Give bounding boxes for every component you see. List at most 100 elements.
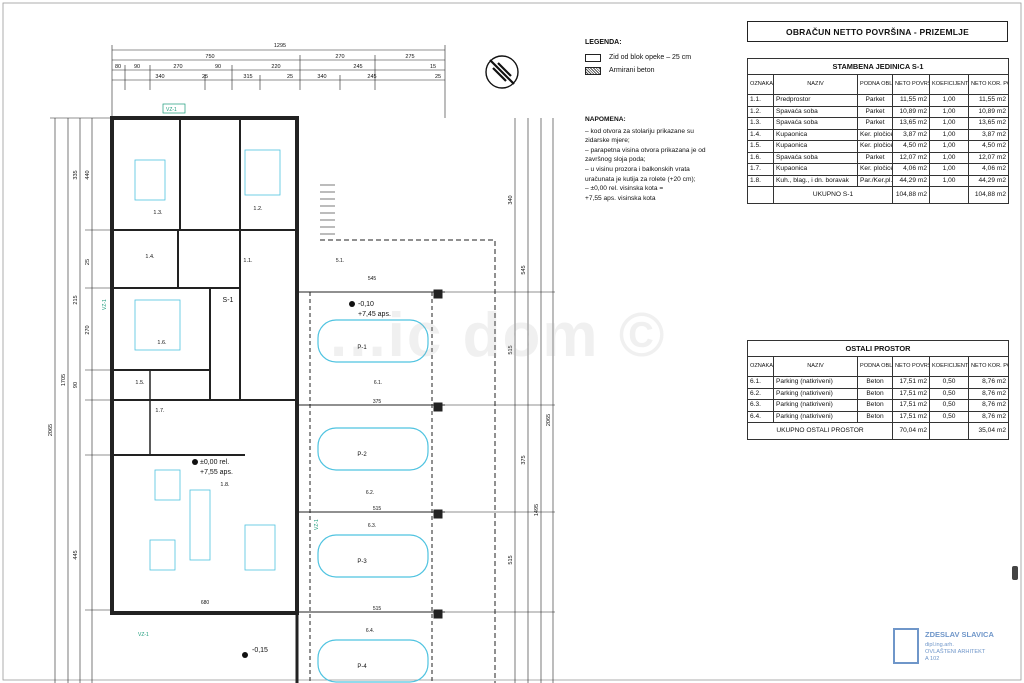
col-header: OZNAKA	[747, 356, 774, 377]
level-outside: -0,15	[252, 647, 268, 654]
total-label: UKUPNO S-1	[773, 186, 893, 204]
table-cell: Parking (natkriveni)	[773, 376, 858, 389]
table-cell: 13,65 m2	[892, 117, 930, 130]
table-cell: 0,50	[929, 376, 969, 389]
room-tag-1-2: 1.2.	[253, 206, 263, 212]
dim-row3-c: 270	[173, 64, 182, 70]
dim-row4-b: 25	[202, 74, 208, 80]
dim-row3-b: 90	[134, 64, 140, 70]
table-cell: 12,07 m2	[968, 151, 1009, 164]
concrete-swatch-icon	[585, 66, 601, 75]
carport-structure	[297, 239, 496, 683]
dim-right-e: 515	[508, 555, 514, 564]
table-cell: 4,06 m2	[968, 163, 1009, 176]
notes: NAPOMENA: – kod otvora za stolariju prik…	[585, 115, 735, 203]
dim-right-a: 340	[508, 195, 514, 204]
dim-right-sub: 1495	[534, 504, 540, 516]
table-cell	[929, 422, 969, 440]
table-cell: 17,51 m2	[892, 376, 930, 389]
table-cell: Ker. pločice	[857, 163, 893, 176]
table-cell: 17,51 m2	[892, 410, 930, 423]
table-cell: 1.2.	[747, 105, 774, 118]
stamp-line: OVLAŠTENI ARHITEKT	[925, 649, 986, 655]
col-header: NAZIV	[773, 74, 858, 95]
table-cell: Spavaća soba	[773, 151, 858, 164]
stamp-logo-icon	[893, 628, 919, 664]
table-cell: Kupaonica	[773, 128, 858, 141]
legend-item-label: Armirani beton	[609, 67, 655, 74]
table-cell: 6.2.	[747, 387, 774, 400]
dim-left-g: 445	[73, 550, 79, 559]
table-cell: Predprostor	[773, 94, 858, 107]
table-cell: Ker. pločice	[857, 128, 893, 141]
table-total-row: UKUPNO OSTALI PROSTOR 70,04 m2 35,04 m2	[747, 422, 1009, 440]
table-cell: 4,06 m2	[892, 163, 930, 176]
col-header: NETO POVRŠINA	[892, 74, 930, 95]
dim-row3-d: 90	[215, 64, 221, 70]
table-cell: Parking (natkriveni)	[773, 410, 858, 423]
table-cell: 8,76 m2	[968, 399, 1009, 412]
area-calculation-title: OBRAČUN NETTO POVRŠINA - PRIZEMLJE	[747, 21, 1008, 42]
parking-label-p4: P-4	[357, 664, 367, 670]
legend: LEGENDA: Zid od blok opeke – 25 cm Armir…	[585, 38, 691, 79]
table-cell: 1,00	[929, 117, 969, 130]
col-header: PODNA OBLOGA	[857, 356, 893, 377]
level-marker-outside	[242, 652, 248, 658]
table-cell: 1.6.	[747, 151, 774, 164]
stamp-name: ZDESLAV SLAVICA	[925, 630, 994, 639]
north-arrow-icon	[485, 55, 519, 89]
table-cell: 10,89 m2	[892, 105, 930, 118]
room-tag-1-4: 1.4.	[145, 254, 155, 260]
table-cell: 4,50 m2	[968, 140, 1009, 153]
legend-item-wall: Zid od blok opeke – 25 cm	[585, 53, 691, 62]
table-cell: Beton	[857, 387, 893, 400]
legend-item-label: Zid od blok opeke – 25 cm	[609, 54, 692, 61]
dim-carport-515b: 515	[373, 606, 382, 612]
table-cell: 6.3.	[747, 399, 774, 412]
parking-label-p3: P-3	[357, 559, 367, 565]
dim-row4-d: 25	[287, 74, 293, 80]
room-tag-1-7: 1.7.	[155, 408, 165, 414]
table-cell: 1.4.	[747, 128, 774, 141]
table-total-row: UKUPNO S-1 104,88 m2 104,88 m2	[747, 186, 1009, 204]
stair-code: 5.1.	[336, 258, 344, 264]
table-cell: Kupaonica	[773, 163, 858, 176]
scrollbar-thumb[interactable]	[1012, 566, 1018, 580]
room-tag-1-1: 1.1.	[243, 258, 253, 264]
stamp-line: A 102	[925, 656, 940, 662]
dim-right-d: 375	[521, 455, 527, 464]
dim-left-f: 270	[85, 325, 91, 334]
left-dimension-chains	[50, 117, 112, 683]
table-cell: 17,51 m2	[892, 387, 930, 400]
note-line: +7,55 aps. visinska kota	[585, 194, 656, 202]
level-living-rel: ±0,00 rel.	[200, 459, 229, 466]
room-tag-1-6: 1.6.	[157, 340, 167, 346]
note-line: – kod otvora za stolariju prikazane su	[585, 127, 694, 135]
table-cell: 1.1.	[747, 94, 774, 107]
dim-total-width: 1295	[274, 43, 286, 49]
dim-right-c: 515	[508, 345, 514, 354]
table-cell: Parket	[857, 94, 893, 107]
dim-right-total: 2065	[546, 414, 552, 426]
table-cell: Spavaća soba	[773, 105, 858, 118]
other-area-table: OSTALI PROSTOR OZNAKA NAZIV PODNA OBLOGA…	[747, 340, 1009, 440]
parking-code-6-2: 6.2.	[366, 490, 374, 496]
dim-living-680: 680	[201, 600, 210, 606]
table-cell: 1,00	[929, 94, 969, 107]
col-header: NETO KOR. POVRŠINA	[968, 356, 1009, 377]
dim-left-d: 25	[85, 259, 91, 265]
note-line: uračunata je kutija za rolete (+20 cm);	[585, 175, 696, 183]
col-header: NAZIV	[773, 356, 858, 377]
dim-left-a: 440	[85, 170, 91, 179]
legend-title: LEGENDA:	[585, 39, 622, 46]
right-dimension-chains	[445, 118, 555, 683]
table-cell: 44,29 m2	[892, 174, 930, 187]
table-cell: 0,50	[929, 387, 969, 400]
room-tag-1-8: 1.8.	[220, 482, 230, 488]
